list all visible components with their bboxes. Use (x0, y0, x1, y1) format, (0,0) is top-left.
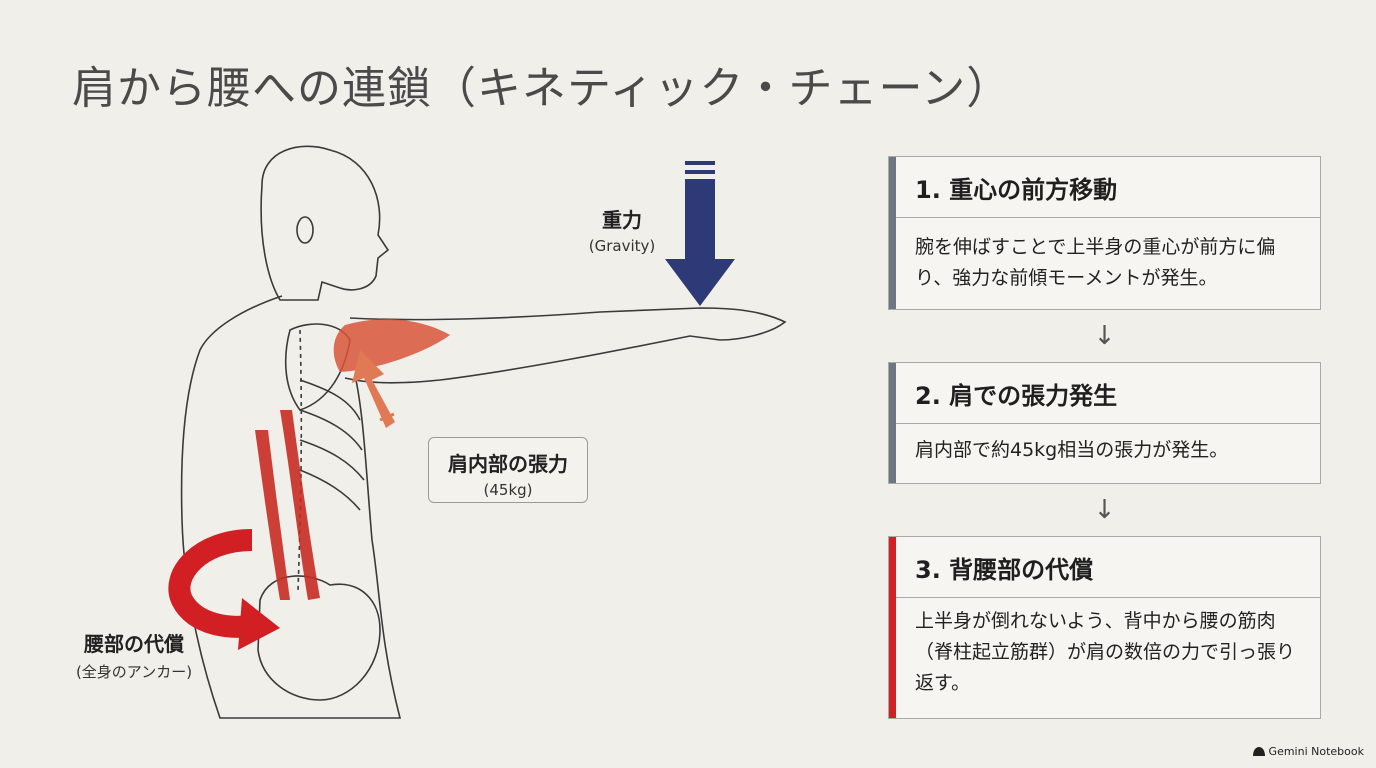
step-card-3: 3. 背腰部の代償 上半身が倒れないよう、背中から腰の筋肉（脊柱起立筋群）が肩の… (888, 536, 1321, 719)
spine-line (297, 329, 303, 591)
compensation-arrow-head (238, 598, 280, 650)
deltoid-muscle (333, 319, 450, 372)
scapula-outline (284, 323, 351, 411)
step-body: 肩内部で約45kg相当の張力が発生。 (915, 439, 1229, 461)
waist-label-main: 腰部の代償 (84, 632, 184, 656)
step-list: 1. 重心の前方移動 腕を伸ばすことで上半身の重心が前方に偏り、強力な前傾モーメ… (888, 156, 1321, 719)
erector-muscle-right (280, 410, 320, 600)
gravity-label: 重力 (Gravity) (572, 204, 672, 255)
gravity-label-sub: (Gravity) (588, 237, 656, 255)
page-title: 肩から腰への連鎖（キネティック・チェーン） (72, 63, 1012, 114)
step-bar (889, 537, 896, 718)
gravity-label-main: 重力 (602, 208, 642, 232)
step-card-2: 2. 肩での張力発生 肩内部で約45kg相当の張力が発生。 (888, 362, 1321, 484)
step-heading: 1. 重心の前方移動 (889, 157, 1320, 218)
shoulder-label-main: 肩内部の張力 (448, 452, 568, 476)
compensation-arrow (168, 529, 258, 638)
shoulder-force-arrow (352, 350, 395, 428)
head-outline (260, 145, 390, 301)
torso-outline (180, 295, 402, 719)
notebook-icon (1252, 747, 1265, 756)
step-bar (889, 157, 896, 309)
step-bar (889, 363, 896, 483)
shoulder-label-sub: (45kg) (483, 481, 533, 499)
step-heading: 2. 肩での張力発生 (889, 363, 1320, 424)
down-arrow-icon: ↓ (1093, 321, 1116, 351)
gravity-arrow (665, 161, 735, 306)
brand-mark: Gemini Notebook (1252, 745, 1364, 758)
step-card-1: 1. 重心の前方移動 腕を伸ばすことで上半身の重心が前方に偏り、強力な前傾モーメ… (888, 156, 1321, 310)
ear-outline (296, 216, 314, 244)
erector-muscle-left (255, 430, 290, 600)
anatomy-illustration (168, 145, 787, 719)
waist-label-sub: (全身のアンカー) (75, 663, 193, 681)
arm-outline (344, 307, 787, 384)
step-body: 上半身が倒れないよう、背中から腰の筋肉（脊柱起立筋群）が肩の数倍の力で引っ張り返… (915, 610, 1296, 694)
step-heading: 3. 背腰部の代償 (889, 537, 1320, 598)
shoulder-tension-callout: 肩内部の張力 (45kg) (428, 437, 588, 503)
brand-name: Gemini Notebook (1268, 745, 1364, 758)
down-arrow-icon: ↓ (1093, 495, 1116, 525)
step-body: 腕を伸ばすことで上半身の重心が前方に偏り、強力な前傾モーメントが発生。 (915, 236, 1276, 289)
waist-label: 腰部の代償 (全身のアンカー) (44, 628, 224, 682)
